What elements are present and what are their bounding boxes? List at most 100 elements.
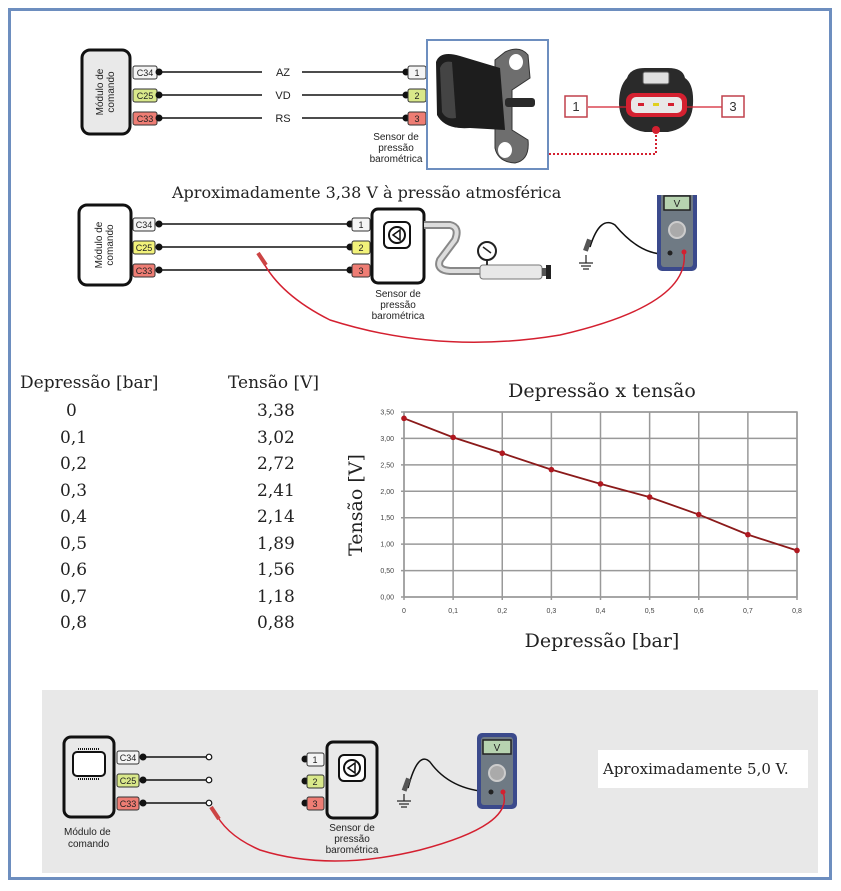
table-cell-voltage: 1,89 (257, 533, 295, 554)
sensor-label-2: pressão (334, 834, 370, 845)
sensor-pin-2: 2 (346, 240, 371, 255)
x-tick-label: 0,2 (497, 608, 507, 615)
svg-text:1: 1 (572, 99, 579, 114)
black-probe-tip (583, 238, 592, 252)
x-tick-label: 0,4 (596, 608, 606, 615)
data-point (695, 511, 702, 518)
table-cell-voltage: 3,38 (257, 401, 295, 421)
sensor-pin-1: 1 (301, 752, 325, 767)
wiring-diagram-top: Módulo de comando C34 C25 C33 AZ VD RS 1… (80, 39, 745, 170)
svg-text:3: 3 (414, 114, 419, 124)
control-module-label-1: Módulo de (64, 827, 111, 838)
sensor-label-1: Sensor de (373, 132, 419, 143)
module-pin-c34: C34 (132, 65, 163, 80)
data-point (745, 531, 751, 538)
sensor-label-3: barométrica (370, 154, 423, 165)
control-module-label-2: comando (105, 224, 116, 266)
x-tick-label: 0,7 (743, 608, 753, 615)
table-cell-voltage: 2,72 (257, 454, 295, 474)
table-cell-depression: 0,1 (60, 427, 88, 448)
svg-text:C25: C25 (137, 91, 154, 101)
sensor-pin-1: 1 (402, 65, 427, 80)
red-probe-tip (209, 805, 221, 821)
table-cell-depression: 0,5 (60, 533, 88, 554)
sensor-box (370, 207, 426, 285)
sensor-pin-3: 3 (301, 796, 325, 811)
svg-text:3: 3 (729, 99, 736, 114)
sensor-pin-3: 3 (346, 263, 371, 278)
table-header-voltage: Tensão [V] (228, 373, 320, 393)
wire-label-vd: VD (275, 90, 290, 102)
sensor-connector (619, 68, 694, 134)
meter-display: V (494, 743, 501, 754)
data-point (794, 547, 800, 554)
table-cell-voltage: 1,56 (257, 560, 295, 580)
svg-text:3: 3 (312, 799, 317, 809)
sensor-photo (426, 39, 549, 170)
control-module-box (62, 735, 116, 819)
red-probe-tip (256, 251, 268, 267)
svg-text:3: 3 (358, 266, 363, 276)
depression-voltage-chart: Depressão x tensão Depressão [bar] Tensã… (345, 380, 802, 652)
y-tick-label: 3,50 (380, 410, 394, 417)
svg-text:2: 2 (358, 243, 363, 253)
table-cell-voltage: 1,18 (257, 586, 295, 607)
black-test-lead (589, 221, 667, 255)
svg-text:C34: C34 (120, 753, 137, 763)
svg-text:C33: C33 (137, 114, 154, 124)
ground-symbol (397, 794, 411, 808)
table-cell-depression: 0,2 (60, 454, 88, 474)
sensor-label-2: pressão (380, 300, 416, 311)
table-cell-voltage: 2,14 (257, 507, 295, 527)
black-test-lead (407, 758, 491, 793)
table-header-depression: Depressão [bar] (20, 373, 159, 393)
svg-text:2: 2 (414, 91, 419, 101)
wire-label-rs: RS (275, 113, 290, 125)
module-pin-c33: C33 (132, 263, 163, 278)
sensor-pin-2: 2 (301, 774, 325, 789)
table-cell-depression: 0,7 (60, 586, 88, 607)
control-module-box (77, 203, 133, 287)
meter-display: V (674, 199, 681, 210)
svg-text:C33: C33 (120, 799, 137, 809)
x-tick-label: 0,6 (694, 608, 704, 615)
svg-text:C33: C33 (136, 266, 153, 276)
table-cell-depression: 0,3 (60, 480, 88, 501)
x-tick-label: 0,5 (645, 608, 655, 615)
module-pin-c25: C25 (132, 88, 163, 103)
chart-y-axis-label: Tensão [V] (345, 454, 367, 556)
ground-symbol (579, 255, 593, 270)
red-test-lead (261, 252, 685, 344)
multimeter: V (477, 733, 517, 809)
sensor-pin-3: 3 (402, 111, 427, 126)
sensor-label-2: pressão (378, 143, 414, 154)
table-cell-depression: 0,8 (60, 613, 88, 633)
x-tick-label: 0 (402, 608, 406, 615)
sensor-pin-2: 2 (402, 88, 427, 103)
control-module-label-2: comando (68, 839, 110, 850)
control-module-box (80, 48, 132, 136)
sensor-label-1: Sensor de (375, 289, 421, 300)
control-module-label-2: comando (106, 71, 117, 113)
y-tick-label: 0,00 (380, 595, 394, 602)
table-cell-depression: 0,6 (60, 560, 88, 580)
svg-text:1: 1 (312, 755, 317, 765)
svg-text:C34: C34 (136, 220, 153, 230)
sensor-pin-1: 1 (346, 217, 371, 232)
wiring-diagram-test-atmospheric: Módulo de comando C34 C25 C33 1 2 3 Se (77, 195, 697, 344)
svg-text:1: 1 (414, 68, 419, 78)
table-cell-voltage: 2,41 (257, 480, 295, 501)
multimeter: V (657, 195, 697, 271)
svg-text:1: 1 (358, 220, 363, 230)
module-pin-c25: C25 (116, 773, 213, 788)
svg-text:C34: C34 (137, 68, 154, 78)
sensor-label-3: barométrica (326, 845, 379, 856)
vacuum-pump (424, 221, 551, 280)
svg-text:2: 2 (312, 777, 317, 787)
data-point (646, 494, 653, 500)
wiring-diagram-reference-voltage: Módulo de comando C34 C25 C33 1 2 3 (62, 733, 517, 862)
data-point (401, 415, 407, 422)
x-tick-label: 0,8 (792, 608, 802, 615)
chart-x-axis-label: Depressão [bar] (525, 630, 680, 652)
svg-text:C25: C25 (120, 776, 137, 786)
